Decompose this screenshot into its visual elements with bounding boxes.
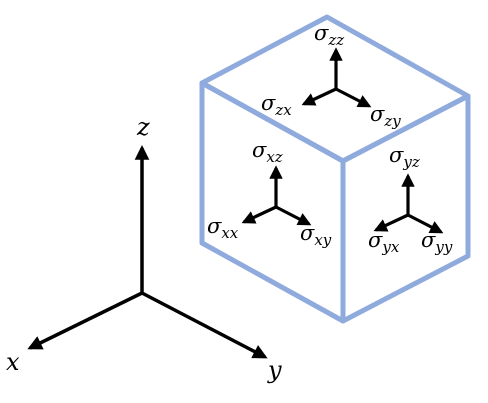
- cube-right-face: [340, 93, 471, 324]
- sigma-zz-label: σzz: [314, 21, 344, 49]
- sigma-xx-arrow: [241, 205, 277, 224]
- sigma-xy-arrow: [275, 205, 312, 226]
- y-axis-label: y: [267, 356, 282, 384]
- sigma-zy-arrow: [335, 87, 372, 108]
- sigma-yy-arrow: [407, 213, 444, 234]
- y-axis-arrow: [141, 291, 268, 359]
- x-axis-arrow: [27, 291, 143, 350]
- cube-outline: [199, 14, 471, 324]
- sigma-zx-arrow: [301, 87, 337, 106]
- sigma-zx-label: σzx: [261, 91, 292, 119]
- cube-left-face: [199, 80, 346, 324]
- left-face-stress-arrows: [241, 165, 312, 226]
- top-face-stress-arrows: [301, 47, 372, 108]
- sigma-xz-label: σxz: [252, 138, 283, 166]
- right-face-stress-arrows: [373, 173, 444, 234]
- sigma-xy-label: σxy: [300, 221, 332, 249]
- x-axis-label: x: [6, 348, 20, 376]
- sigma-zy-label: σzy: [370, 102, 401, 130]
- sigma-yy-label: σyy: [421, 228, 453, 256]
- z-axis-label: z: [136, 113, 150, 141]
- sigma-xx-label: σxx: [207, 214, 239, 242]
- sigma-yz-label: σyz: [389, 143, 420, 171]
- sigma-yx-label: σyx: [368, 228, 400, 256]
- coordinate-axes: z x y: [6, 113, 282, 384]
- sigma-yx-arrow: [373, 213, 409, 232]
